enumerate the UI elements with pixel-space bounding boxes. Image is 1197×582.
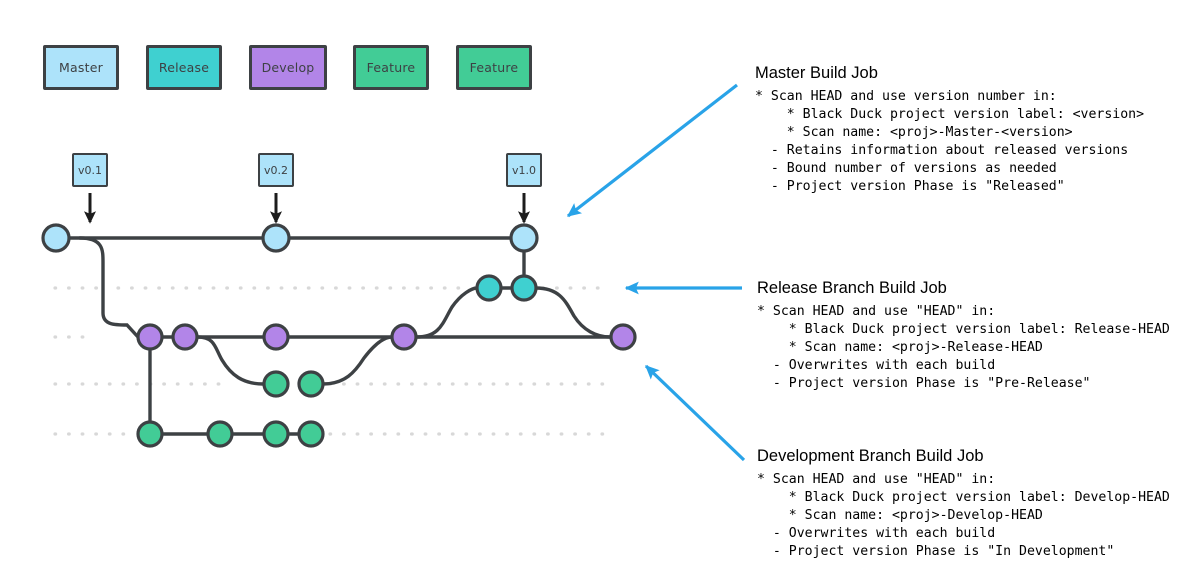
legend-item-label: Develop xyxy=(261,60,315,75)
commit-node-master-1 xyxy=(261,223,291,253)
legend-item-feature-3: Feature xyxy=(353,45,429,90)
commit-node-featureB-14 xyxy=(262,420,290,448)
note-body: * Scan HEAD and use "HEAD" in: * Black D… xyxy=(757,303,1170,393)
branch-edge-1 xyxy=(78,236,140,339)
commit-node-master-2 xyxy=(509,223,539,253)
note-development-branch-build-job: Development Branch Build Job * Scan HEAD … xyxy=(757,446,1170,561)
note-line: * Scan HEAD and use "HEAD" in: xyxy=(757,472,996,487)
version-tag-label: v0.2 xyxy=(263,163,288,177)
version-tag-label: v1.0 xyxy=(511,163,536,177)
commit-node-develop-5 xyxy=(136,323,164,351)
note-line: - Project version Phase is "In Developme… xyxy=(757,544,1115,559)
commit-node-develop-7 xyxy=(262,323,290,351)
note-title: Master Build Job xyxy=(755,64,878,82)
legend-item-develop-2: Develop xyxy=(249,45,327,90)
legend-item-master-0: Master xyxy=(43,45,119,90)
note-line: * Scan name: <proj>-Master-<version> xyxy=(755,125,1073,140)
legend-item-label: Feature xyxy=(469,60,519,75)
commit-node-master-0 xyxy=(41,223,71,253)
commit-node-release-3 xyxy=(475,274,503,302)
branch-edge-5 xyxy=(196,335,265,386)
commit-node-develop-9 xyxy=(609,323,637,351)
develop-callout-arrow xyxy=(644,364,746,462)
legend-item-label: Master xyxy=(59,60,103,75)
version-tag-label: v0.1 xyxy=(77,163,102,177)
commit-nodes xyxy=(41,223,637,448)
note-release-branch-build-job: Release Branch Build Job * Scan HEAD and … xyxy=(757,278,1170,393)
note-line: * Scan name: <proj>-Release-HEAD xyxy=(757,340,1043,355)
legend-item-label: Release xyxy=(158,60,210,75)
note-line: * Scan HEAD and use "HEAD" in: xyxy=(757,304,996,319)
version-tag-v0.1: v0.1 xyxy=(72,153,108,187)
note-master-build-job: Master Build Job * Scan HEAD and use vers… xyxy=(755,63,1144,196)
note-body: * Scan HEAD and use "HEAD" in: * Black D… xyxy=(757,471,1170,561)
commit-node-featureB-12 xyxy=(136,420,164,448)
note-line: * Black Duck project version label: <ver… xyxy=(755,107,1145,122)
commit-node-release-4 xyxy=(510,274,538,302)
note-line: - Retains information about released ver… xyxy=(755,143,1129,158)
version-tag-v1.0: v1.0 xyxy=(506,153,542,187)
note-title: Release Branch Build Job xyxy=(757,279,947,297)
branch-edge-10 xyxy=(534,286,612,339)
legend-item-feature-4: Feature xyxy=(456,45,532,90)
branch-edge-6 xyxy=(321,335,394,386)
commit-node-develop-8 xyxy=(390,323,418,351)
note-line: - Project version Phase is "Released" xyxy=(755,179,1065,194)
note-line: - Project version Phase is "Pre-Release" xyxy=(757,376,1091,391)
note-line: - Overwrites with each build xyxy=(757,358,996,373)
commit-node-featureB-15 xyxy=(297,420,325,448)
note-line: * Black Duck project version label: Deve… xyxy=(757,490,1170,505)
note-title: Development Branch Build Job xyxy=(757,447,984,465)
note-line: - Bound number of versions as needed xyxy=(755,161,1057,176)
commit-node-featureA-11 xyxy=(297,370,325,398)
note-line: * Scan name: <proj>-Develop-HEAD xyxy=(757,508,1043,523)
commit-node-featureA-10 xyxy=(262,370,290,398)
note-line: - Overwrites with each build xyxy=(757,526,996,541)
note-line: * Black Duck project version label: Rele… xyxy=(757,322,1170,337)
version-tag-arrows xyxy=(84,193,530,224)
commit-node-develop-6 xyxy=(171,323,199,351)
master-callout-arrow xyxy=(566,83,738,218)
commit-node-featureB-13 xyxy=(206,420,234,448)
version-tag-v0.2: v0.2 xyxy=(258,153,294,187)
callout-arrows xyxy=(566,83,746,462)
branch-edge-7 xyxy=(415,286,479,339)
legend-item-release-1: Release xyxy=(146,45,222,90)
note-body: * Scan HEAD and use version number in: *… xyxy=(755,88,1144,196)
lane-guide-lines xyxy=(53,286,610,436)
note-line: * Scan HEAD and use version number in: xyxy=(755,89,1057,104)
legend-item-label: Feature xyxy=(366,60,416,75)
